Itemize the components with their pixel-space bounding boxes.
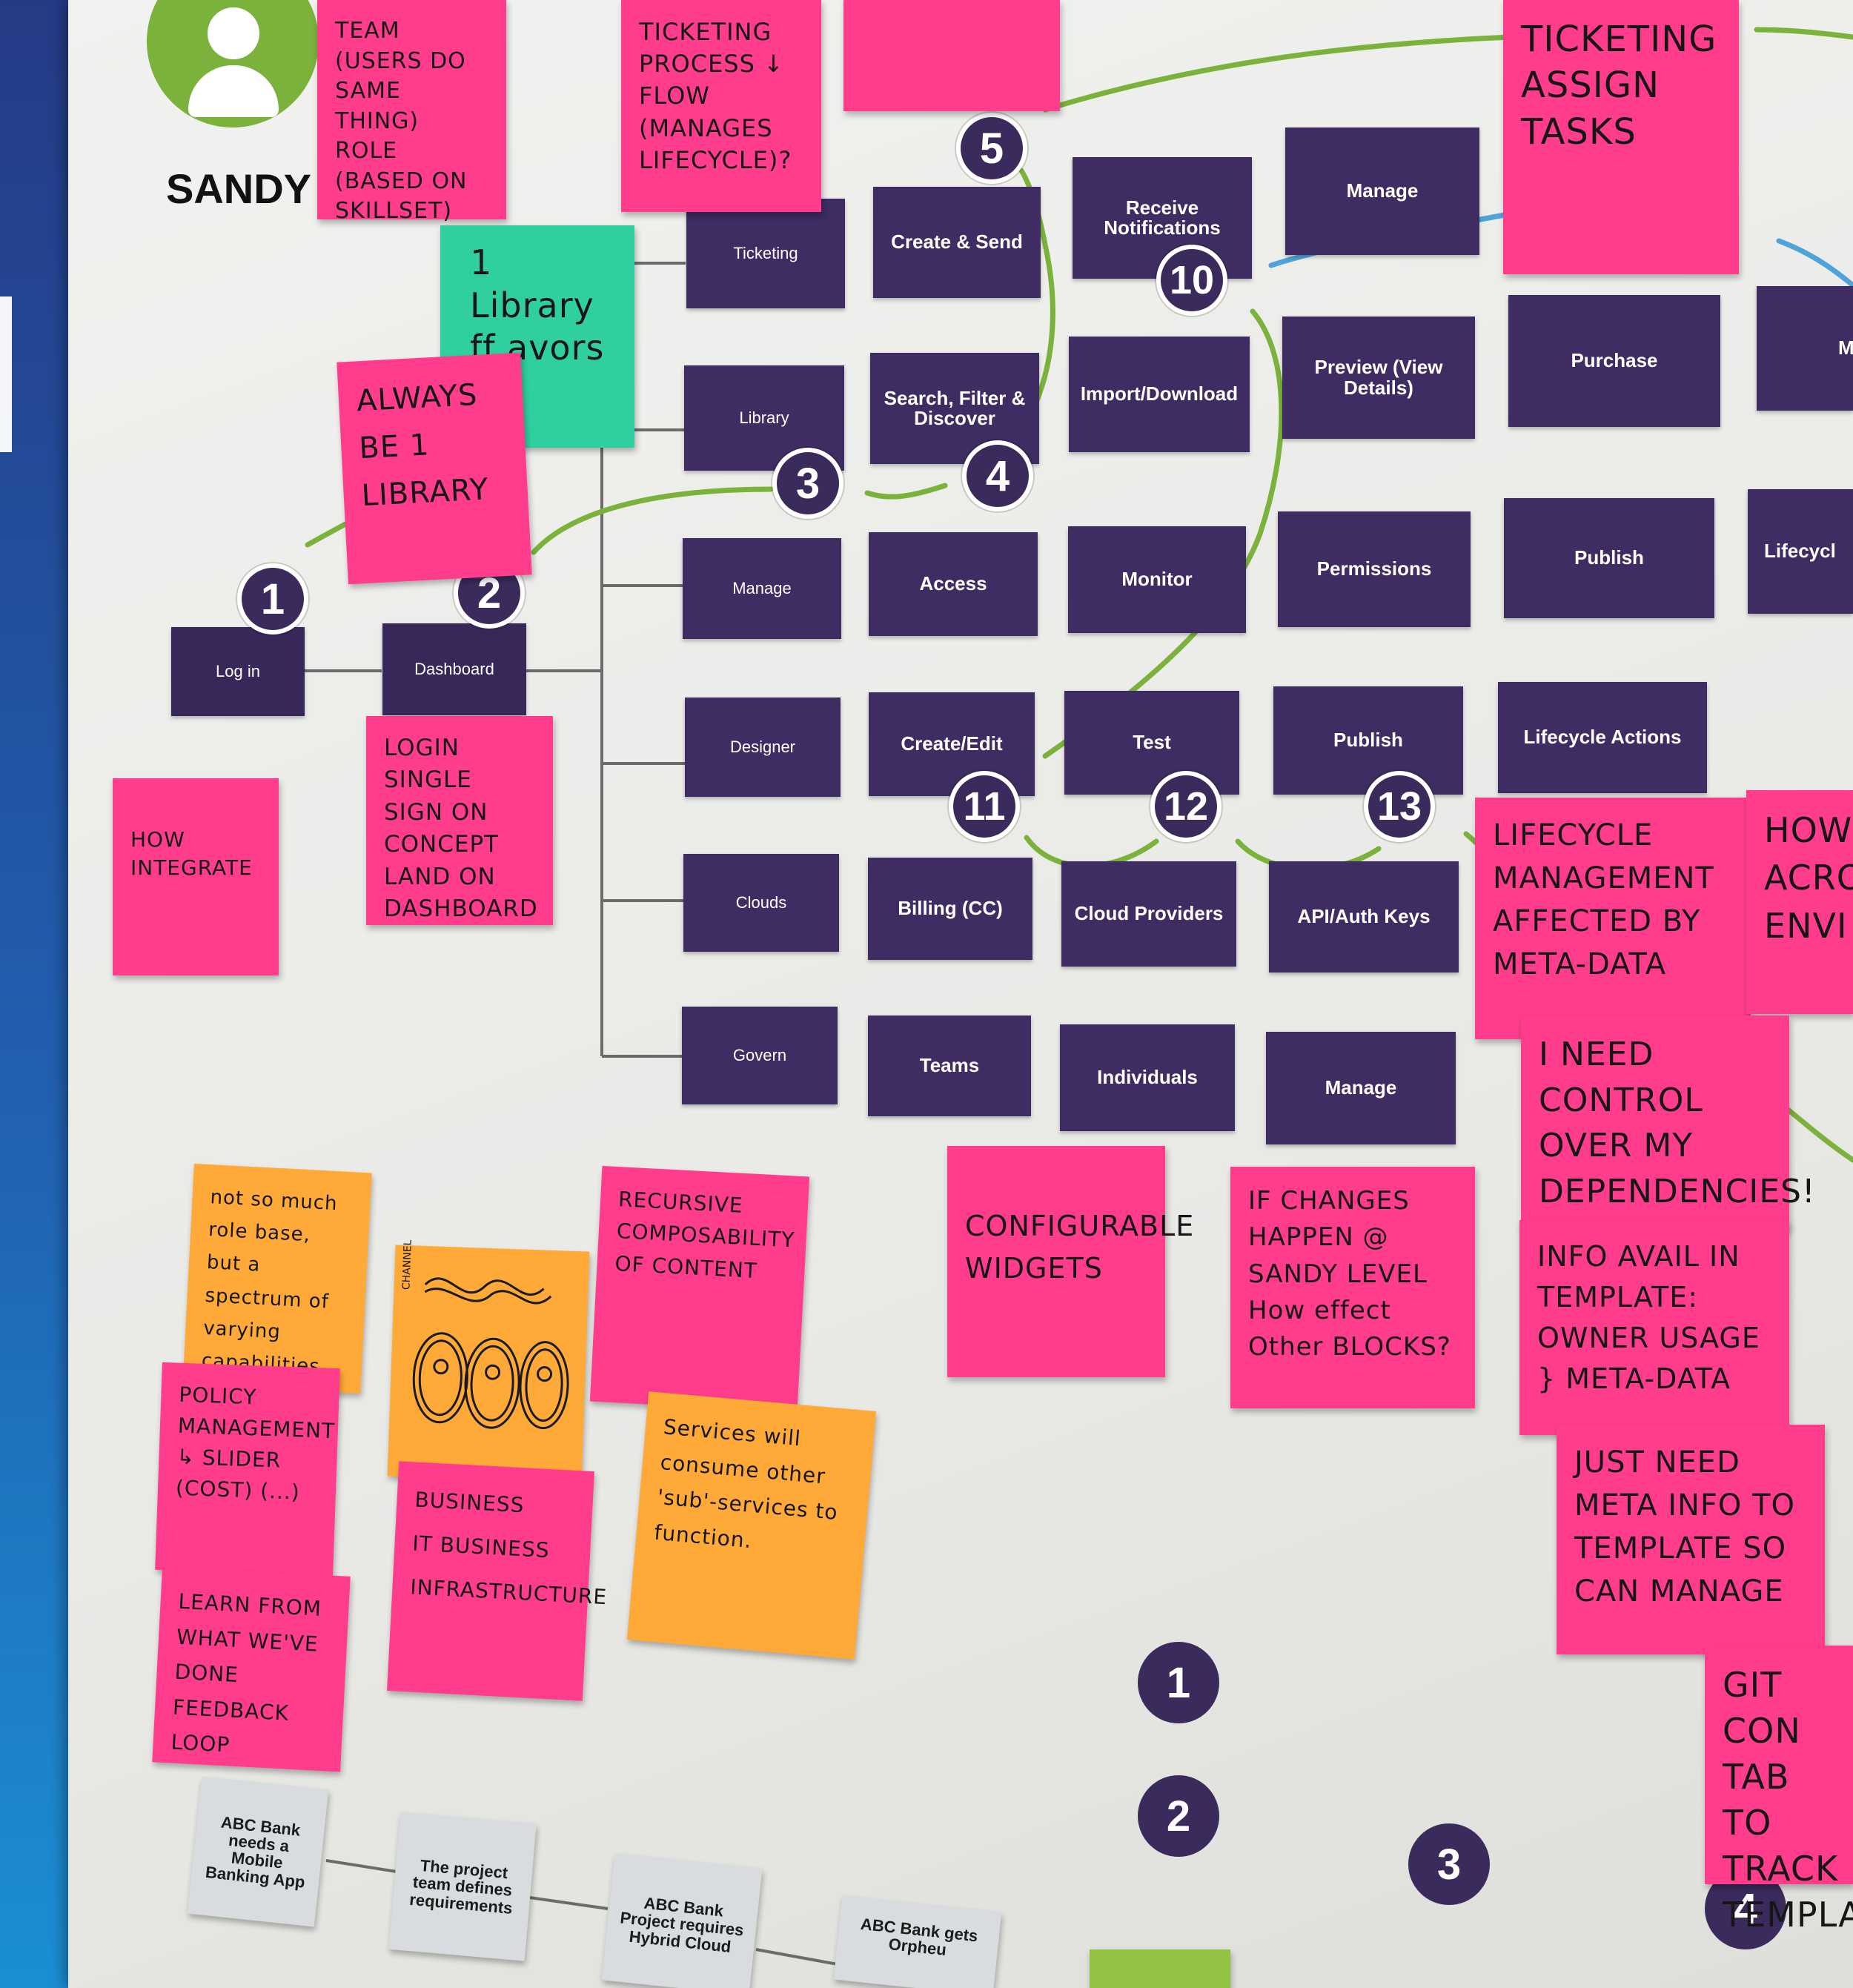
- note-ticketing-process: TICKETING PROCESS ↓ FLOW (MANAGES LIFECY…: [621, 0, 821, 212]
- note-how-integrate: HOW INTEGRATE: [113, 778, 279, 975]
- note-just-need-meta: JUST NEED META INFO TO TEMPLATE SO CAN M…: [1557, 1425, 1825, 1654]
- box-billing[interactable]: Billing (CC): [868, 858, 1032, 960]
- box-individuals[interactable]: Individuals: [1060, 1024, 1235, 1131]
- box-manage-top[interactable]: Manage: [1285, 127, 1479, 255]
- note-recursive: RECURSIVE COMPOSABILITY OF CONTENT: [589, 1165, 810, 1413]
- note-business-stack: BUSINESS IT BUSINESS INFRASTRUCTURE: [387, 1461, 608, 1701]
- box-clouds[interactable]: Clouds: [683, 854, 839, 952]
- box-manage-row3[interactable]: Manage: [683, 538, 841, 639]
- box-designer[interactable]: Designer: [685, 698, 841, 797]
- box-govern[interactable]: Govern: [682, 1007, 838, 1104]
- box-receive-notifications[interactable]: Receive Notifications: [1073, 157, 1252, 279]
- note-learn-from: LEARN FROM WHAT WE'VE DONE FEEDBACK LOOP: [152, 1566, 351, 1772]
- box-create-send[interactable]: Create & Send: [873, 187, 1041, 298]
- persona-name: SANDY: [166, 165, 312, 212]
- note-green-bottom: [1090, 1949, 1230, 1988]
- box-teams[interactable]: Teams: [868, 1015, 1031, 1116]
- note-always-one-library: ALWAYS BE 1 LIBRARY: [337, 352, 532, 585]
- note-channel-sketch: CHANNEL: [387, 1239, 590, 1483]
- lower-marker-2: 2: [1138, 1775, 1219, 1857]
- box-access[interactable]: Access: [869, 532, 1038, 636]
- box-cloud-providers[interactable]: Cloud Providers: [1061, 861, 1236, 967]
- scenario-card-hybrid-cloud: ABC Bank Project requires Hybrid Cloud: [601, 1853, 763, 1988]
- wall-letter-fragment: [0, 296, 12, 452]
- step-marker-10: 10: [1156, 245, 1227, 316]
- note-policy-mgmt: POLICY MANAGEMENT ↳ SLIDER (COST) (...): [155, 1362, 340, 1577]
- channel-sketch-drawing: [412, 1277, 569, 1430]
- persona-avatar: [147, 0, 319, 127]
- box-purchase[interactable]: Purchase: [1508, 295, 1720, 427]
- box-publish-row4[interactable]: Publish: [1273, 686, 1463, 795]
- box-preview[interactable]: Preview (View Details): [1282, 317, 1475, 439]
- lower-marker-1: 1: [1138, 1642, 1219, 1723]
- scenario-card-orpheus: ABC Bank gets Orpheu: [833, 1895, 1002, 1988]
- step-marker-1: 1: [237, 563, 308, 634]
- note-login-sso: LOGIN SINGLE SIGN ON CONCEPT LAND ON DAS…: [366, 716, 553, 925]
- note-how-across: HOW ACROS ENVI: [1746, 790, 1853, 1014]
- box-ticketing[interactable]: Ticketing: [686, 199, 845, 308]
- box-create-edit[interactable]: Create/Edit: [869, 692, 1035, 796]
- box-import-download[interactable]: Import/Download: [1069, 337, 1250, 452]
- note-if-changes: IF CHANGES HAPPEN @ SANDY LEVEL How effe…: [1230, 1167, 1475, 1408]
- step-marker-5: 5: [956, 113, 1027, 184]
- box-permissions[interactable]: Permissions: [1278, 511, 1471, 627]
- note-blank-top: [843, 0, 1060, 111]
- note-team-role: TEAM (USERS DO SAME THING) ROLE (BASED O…: [317, 0, 506, 224]
- box-publish-row3[interactable]: Publish: [1504, 498, 1714, 618]
- note-services-consume: Services will consume other 'sub'-servic…: [626, 1391, 877, 1660]
- avatar-body-icon: [188, 65, 279, 117]
- scenario-card-mobile-app: ABC Bank needs a Mobile Banking App: [187, 1776, 329, 1927]
- scenario-card-project-team: The project team defines requirements: [388, 1812, 537, 1961]
- note-configurable-widgets: CONFIGURABLE WIDGETS: [947, 1146, 1193, 1377]
- avatar-head-icon: [208, 7, 259, 59]
- note-need-control: I NEED CONTROL OVER MY DEPENDENCIES!: [1521, 1015, 1815, 1230]
- box-dashboard[interactable]: Dashboard: [382, 623, 526, 715]
- note-info-avail: INFO AVAIL IN TEMPLATE: OWNER USAGE } ME…: [1519, 1220, 1789, 1435]
- box-login[interactable]: Log in: [171, 627, 305, 716]
- box-lifecycle-cut[interactable]: Lifecycl: [1748, 489, 1853, 614]
- note-lifecycle-mgmt: LIFECYCLE MANAGEMENT AFFECTED BY META-DA…: [1475, 798, 1751, 1039]
- step-marker-11: 11: [949, 771, 1020, 842]
- box-monitor[interactable]: Monitor: [1068, 526, 1246, 633]
- box-api-auth-keys[interactable]: API/Auth Keys: [1269, 861, 1459, 973]
- step-marker-13: 13: [1364, 771, 1435, 842]
- step-marker-4: 4: [962, 440, 1033, 511]
- lower-marker-3: 3: [1408, 1823, 1490, 1905]
- box-ma-cut[interactable]: Ma: [1757, 286, 1853, 411]
- note-ticketing-assign: TICKETING ASSIGN TASKS: [1503, 0, 1739, 274]
- box-test[interactable]: Test: [1064, 691, 1239, 795]
- step-marker-12: 12: [1150, 771, 1221, 842]
- step-marker-3: 3: [772, 448, 843, 519]
- note-not-so-much: not so much role base, but a spectrum of…: [182, 1163, 372, 1394]
- box-lifecycle-actions[interactable]: Lifecycle Actions: [1498, 682, 1707, 793]
- note-git-con: GIT CON TAB TO TRACK TEMPLAT: [1705, 1646, 1853, 1935]
- box-manage-govern[interactable]: Manage: [1266, 1032, 1456, 1144]
